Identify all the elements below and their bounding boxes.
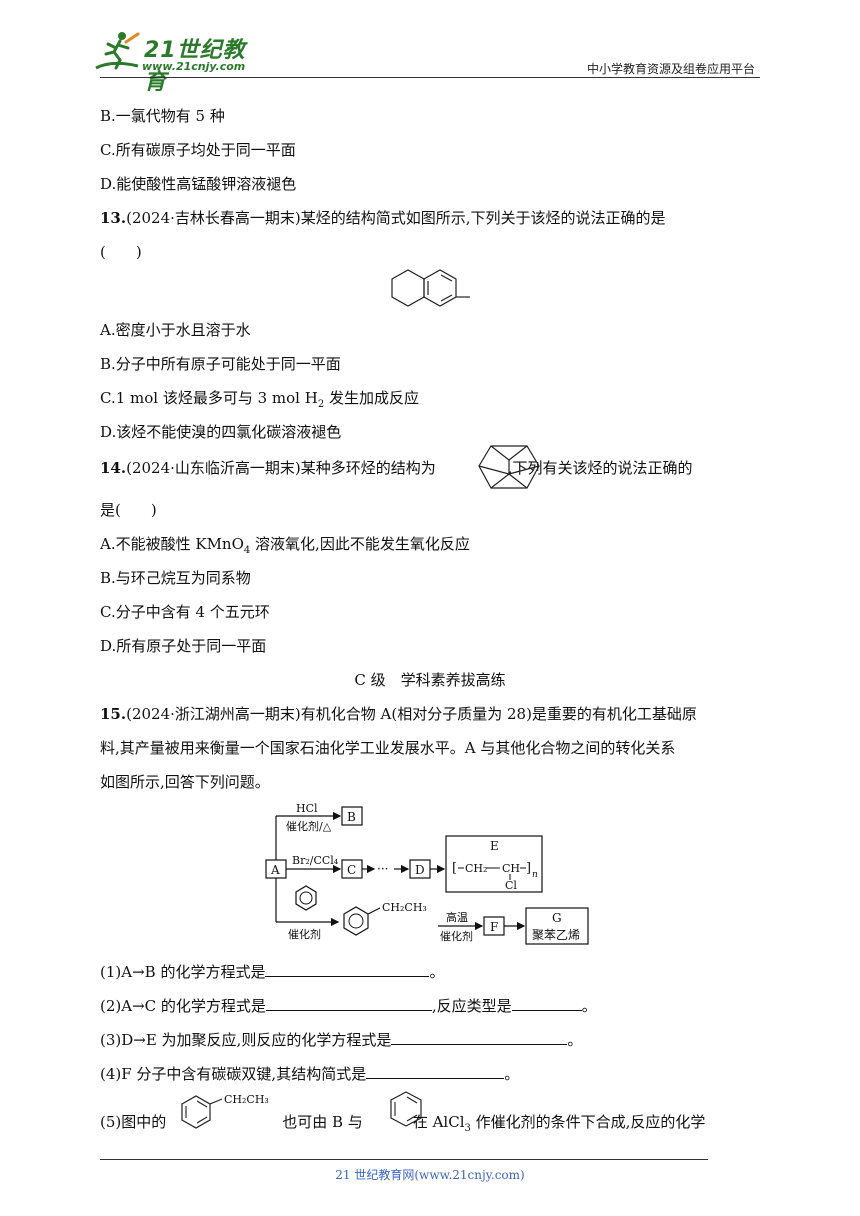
node-c: C bbox=[347, 863, 356, 877]
q14-number: 14. bbox=[100, 459, 127, 477]
answer-blank-1[interactable] bbox=[265, 962, 430, 977]
condition-catalyst-heat: 催化剂/△ bbox=[286, 819, 332, 833]
platform-name: 中小学教育资源及组卷应用平台 bbox=[586, 62, 755, 76]
q14-option-a-text: A.不能被酸性 KMnO bbox=[100, 535, 244, 553]
answer-blank-3[interactable] bbox=[511, 996, 582, 1011]
q14-option-b: B.与环己烷互为同系物 bbox=[100, 569, 251, 587]
logo-text: 21世纪教育 bbox=[144, 38, 246, 95]
q13-structure-diagram bbox=[391, 269, 470, 307]
q13-number: 13. bbox=[100, 209, 127, 227]
q15-part-3-text: (3)D→E 为加聚反应,则反应的化学方程式是 bbox=[100, 1031, 392, 1049]
polymer-ch2: CH₂ bbox=[465, 862, 487, 875]
q15-reaction-flow-diagram: A HCl 催化剂/△ B Br₂/CCl₄ C ··· D E [ CH₂ C… bbox=[265, 802, 589, 945]
q15-part-2-end: 。 bbox=[581, 997, 597, 1015]
q15-part-1: (1)A→B 的化学方程式是 。 bbox=[100, 962, 444, 982]
q13-option-c-text: C.1 mol 该烃最多可与 3 mol H bbox=[100, 389, 318, 407]
benzene-icon bbox=[295, 885, 317, 911]
q15-part-4: (4)F 分子中含有碳碳双键,其结构简式是 。 bbox=[100, 1064, 519, 1084]
q15-number: 15. bbox=[100, 705, 127, 723]
ethylbenzene-label: CH₂CH₃ bbox=[382, 901, 427, 914]
polymer-ch: CH bbox=[502, 862, 520, 875]
condition-high-temp: 高温 bbox=[446, 910, 468, 924]
q15-stem-line-3: 如图所示,回答下列问题。 bbox=[100, 773, 270, 791]
q14-option-a-sub: 4 bbox=[243, 545, 251, 556]
logo-url: www.21cnjy.com bbox=[142, 60, 246, 73]
svg-text:[: [ bbox=[452, 861, 457, 876]
q13-stem-text: (2024·吉林长春高一期末)某烃的结构简式如图所示,下列关于该烃的说法正确的是 bbox=[126, 209, 666, 227]
q15-part-2-mid: ,反应类型是 bbox=[431, 997, 512, 1015]
page-header: 21世纪教育 www.21cnjy.com 中小学教育资源及组卷应用平台 bbox=[0, 0, 860, 95]
q12-option-d: D.能使酸性高锰酸钾溶液褪色 bbox=[100, 175, 297, 193]
q15-part-5-end: 作催化剂的条件下合成,反应的化学 bbox=[470, 1113, 706, 1131]
q15-part-4-end: 。 bbox=[504, 1065, 520, 1083]
q12-option-b: B.一氯代物有 5 种 bbox=[100, 107, 225, 125]
q13-option-c-sub: 2 bbox=[317, 399, 325, 410]
benzene-inline-icon bbox=[390, 1091, 422, 1127]
reagent-hcl: HCl bbox=[296, 802, 318, 815]
polymer-cl: Cl bbox=[505, 879, 517, 892]
node-e: E bbox=[490, 839, 499, 853]
footer-text: 21 世纪教育网(www.21cnjy.com) bbox=[335, 1168, 525, 1182]
node-d: D bbox=[415, 863, 425, 877]
logo: 21世纪教育 www.21cnjy.com bbox=[92, 30, 262, 95]
node-g: G bbox=[552, 911, 562, 925]
ethylbenzene-icon bbox=[343, 906, 381, 936]
q14-stem-text: (2024·山东临沂高一期末)某种多环烃的结构为 bbox=[126, 459, 436, 477]
answer-blank-2[interactable] bbox=[265, 996, 432, 1011]
q15-part-5-text: (5)图中的 bbox=[100, 1113, 167, 1131]
q14-option-c: C.分子中含有 4 个五元环 bbox=[100, 603, 270, 621]
svg-text:]: ] bbox=[526, 861, 531, 876]
q13-paren: ( ) bbox=[100, 243, 142, 261]
q15-part-2: (2)A→C 的化学方程式是 ,反应类型是 。 bbox=[100, 996, 597, 1016]
ethylbenzene-inline-icon: CH₂CH₃ bbox=[181, 1093, 269, 1129]
node-b: B bbox=[347, 810, 356, 824]
q13-option-c-text-2: 发生加成反应 bbox=[324, 389, 419, 407]
q14-polycyclic-structure-diagram bbox=[478, 445, 540, 489]
runner-logo-icon bbox=[95, 32, 140, 70]
q15-part-5: (5)图中的 也可由 B 与 在 AlCl3 作催化剂的条件下合成,反应的化学 bbox=[100, 1112, 705, 1139]
q14-stem: 14.(2024·山东临沂高一期末)某种多环烃的结构为 ,下列有关该烃的说法正确的 bbox=[100, 458, 693, 478]
q14-option-a-text-2: 溶液氧化,因此不能发生氧化反应 bbox=[250, 535, 470, 553]
q14-stem-text-2: ,下列有关该烃的说法正确的 bbox=[507, 459, 693, 477]
polymer-n: n bbox=[532, 870, 538, 880]
q15-stem-line-2: 料,其产量被用来衡量一个国家石油化学工业发展水平。A 与其他化合物之间的转化关系 bbox=[100, 739, 676, 757]
condition-catalyst-2: 催化剂 bbox=[440, 929, 473, 943]
q15-part-5-post-text: 在 AlCl bbox=[412, 1113, 465, 1131]
q15-stem-text: (2024·浙江湖州高一期末)有机化合物 A(相对分子质量为 28)是重要的有机… bbox=[126, 705, 697, 723]
q15-part-5-mid: 也可由 B 与 bbox=[282, 1113, 363, 1131]
q15-part-4-text: (4)F 分子中含有碳碳双键,其结构简式是 bbox=[100, 1065, 367, 1083]
q13-option-b: B.分子中所有原子可能处于同一平面 bbox=[100, 355, 341, 373]
answer-blank-5[interactable] bbox=[366, 1064, 505, 1079]
node-f: F bbox=[490, 920, 498, 934]
q13-stem: 13.(2024·吉林长春高一期末)某烃的结构简式如图所示,下列关于该烃的说法正… bbox=[100, 208, 666, 228]
q15-part-3-end: 。 bbox=[567, 1031, 583, 1049]
footer-divider bbox=[100, 1159, 708, 1160]
q14-stem-cont: 是( ) bbox=[100, 501, 157, 519]
ethylbenzene-inline-label: CH₂CH₃ bbox=[224, 1093, 269, 1106]
reagent-br2-ccl4: Br₂/CCl₄ bbox=[292, 854, 339, 867]
q15-stem-line-1: 15.(2024·浙江湖州高一期末)有机化合物 A(相对分子质量为 28)是重要… bbox=[100, 704, 697, 724]
q14-option-d: D.所有原子处于同一平面 bbox=[100, 637, 267, 655]
q15-part-1-end: 。 bbox=[429, 963, 445, 981]
condition-catalyst: 催化剂 bbox=[288, 927, 321, 941]
q15-part-1-text: (1)A→B 的化学方程式是 bbox=[100, 963, 266, 981]
q13-option-a: A.密度小于水且溶于水 bbox=[100, 321, 251, 339]
q15-part-3: (3)D→E 为加聚反应,则反应的化学方程式是 。 bbox=[100, 1030, 582, 1050]
q13-option-d: D.该烃不能使溴的四氯化碳溶液褪色 bbox=[100, 423, 342, 441]
q15-part-2-text: (2)A→C 的化学方程式是 bbox=[100, 997, 266, 1015]
node-a: A bbox=[270, 863, 280, 877]
q13-option-c: C.1 mol 该烃最多可与 3 mol H2 发生加成反应 bbox=[100, 388, 419, 415]
header-divider bbox=[100, 77, 760, 78]
section-heading: C 级 学科素养拔高练 bbox=[354, 671, 506, 689]
q14-option-a: A.不能被酸性 KMnO4 溶液氧化,因此不能发生氧化反应 bbox=[100, 534, 470, 561]
polystyrene-label: 聚苯乙烯 bbox=[532, 928, 580, 942]
q12-option-c: C.所有碳原子均处于同一平面 bbox=[100, 141, 296, 159]
dots-ellipsis: ··· bbox=[377, 862, 388, 876]
q15-part-5-sub: 3 bbox=[464, 1123, 471, 1134]
answer-blank-4[interactable] bbox=[391, 1030, 568, 1045]
